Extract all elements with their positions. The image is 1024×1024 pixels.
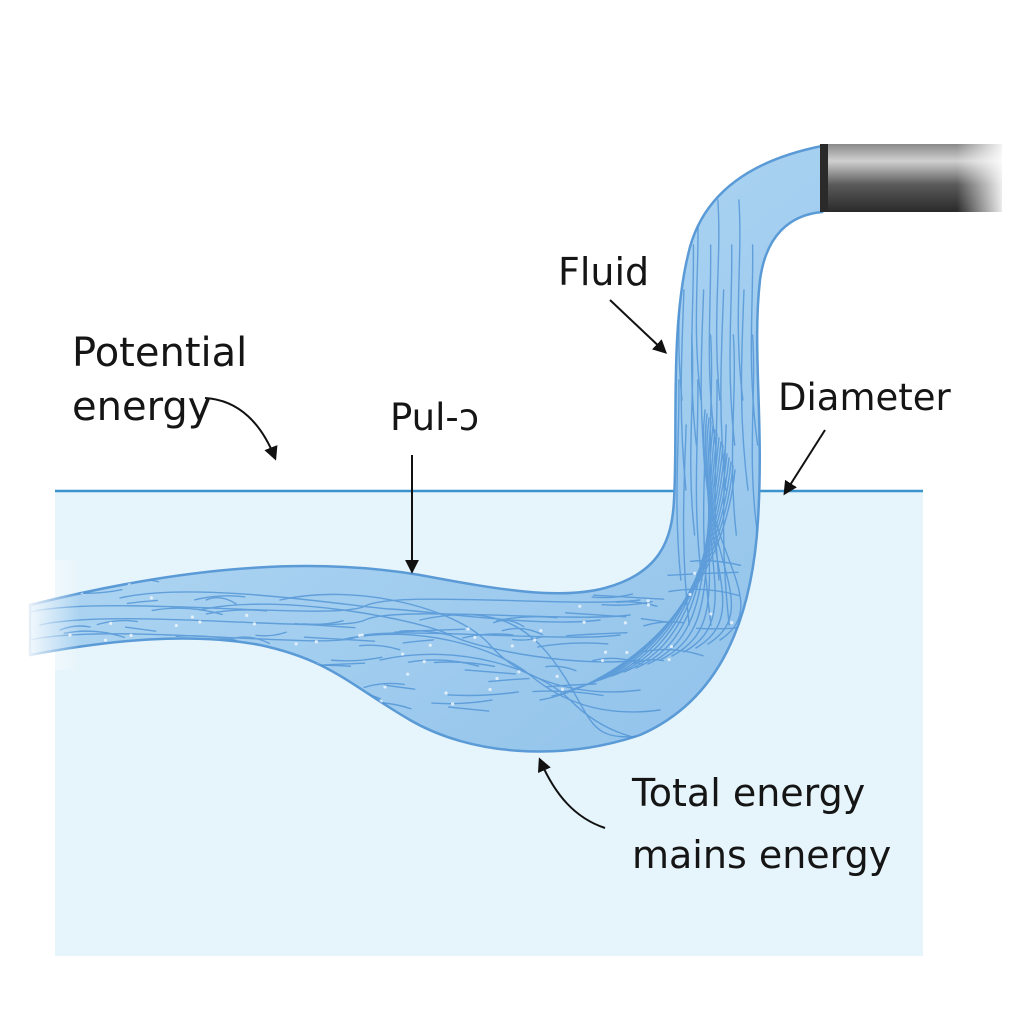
fluid-label: Fluid — [558, 250, 649, 294]
pulse-label: Pul-ɔ — [390, 396, 479, 439]
potential-energy-label-line2: energy — [72, 384, 211, 430]
total-energy-arrow-icon — [537, 757, 606, 829]
potential-energy-label-line1: Potential — [72, 330, 247, 376]
fluid-arrow-icon — [609, 299, 668, 354]
total-energy-label-line1: Total energy — [631, 771, 865, 815]
diameter-label: Diameter — [778, 376, 952, 419]
pipe-icon — [820, 144, 1002, 212]
potential-energy-arrow-icon — [204, 397, 278, 461]
total-energy-label-line2: mains energy — [632, 833, 891, 877]
diameter-arrow-icon — [783, 429, 826, 496]
